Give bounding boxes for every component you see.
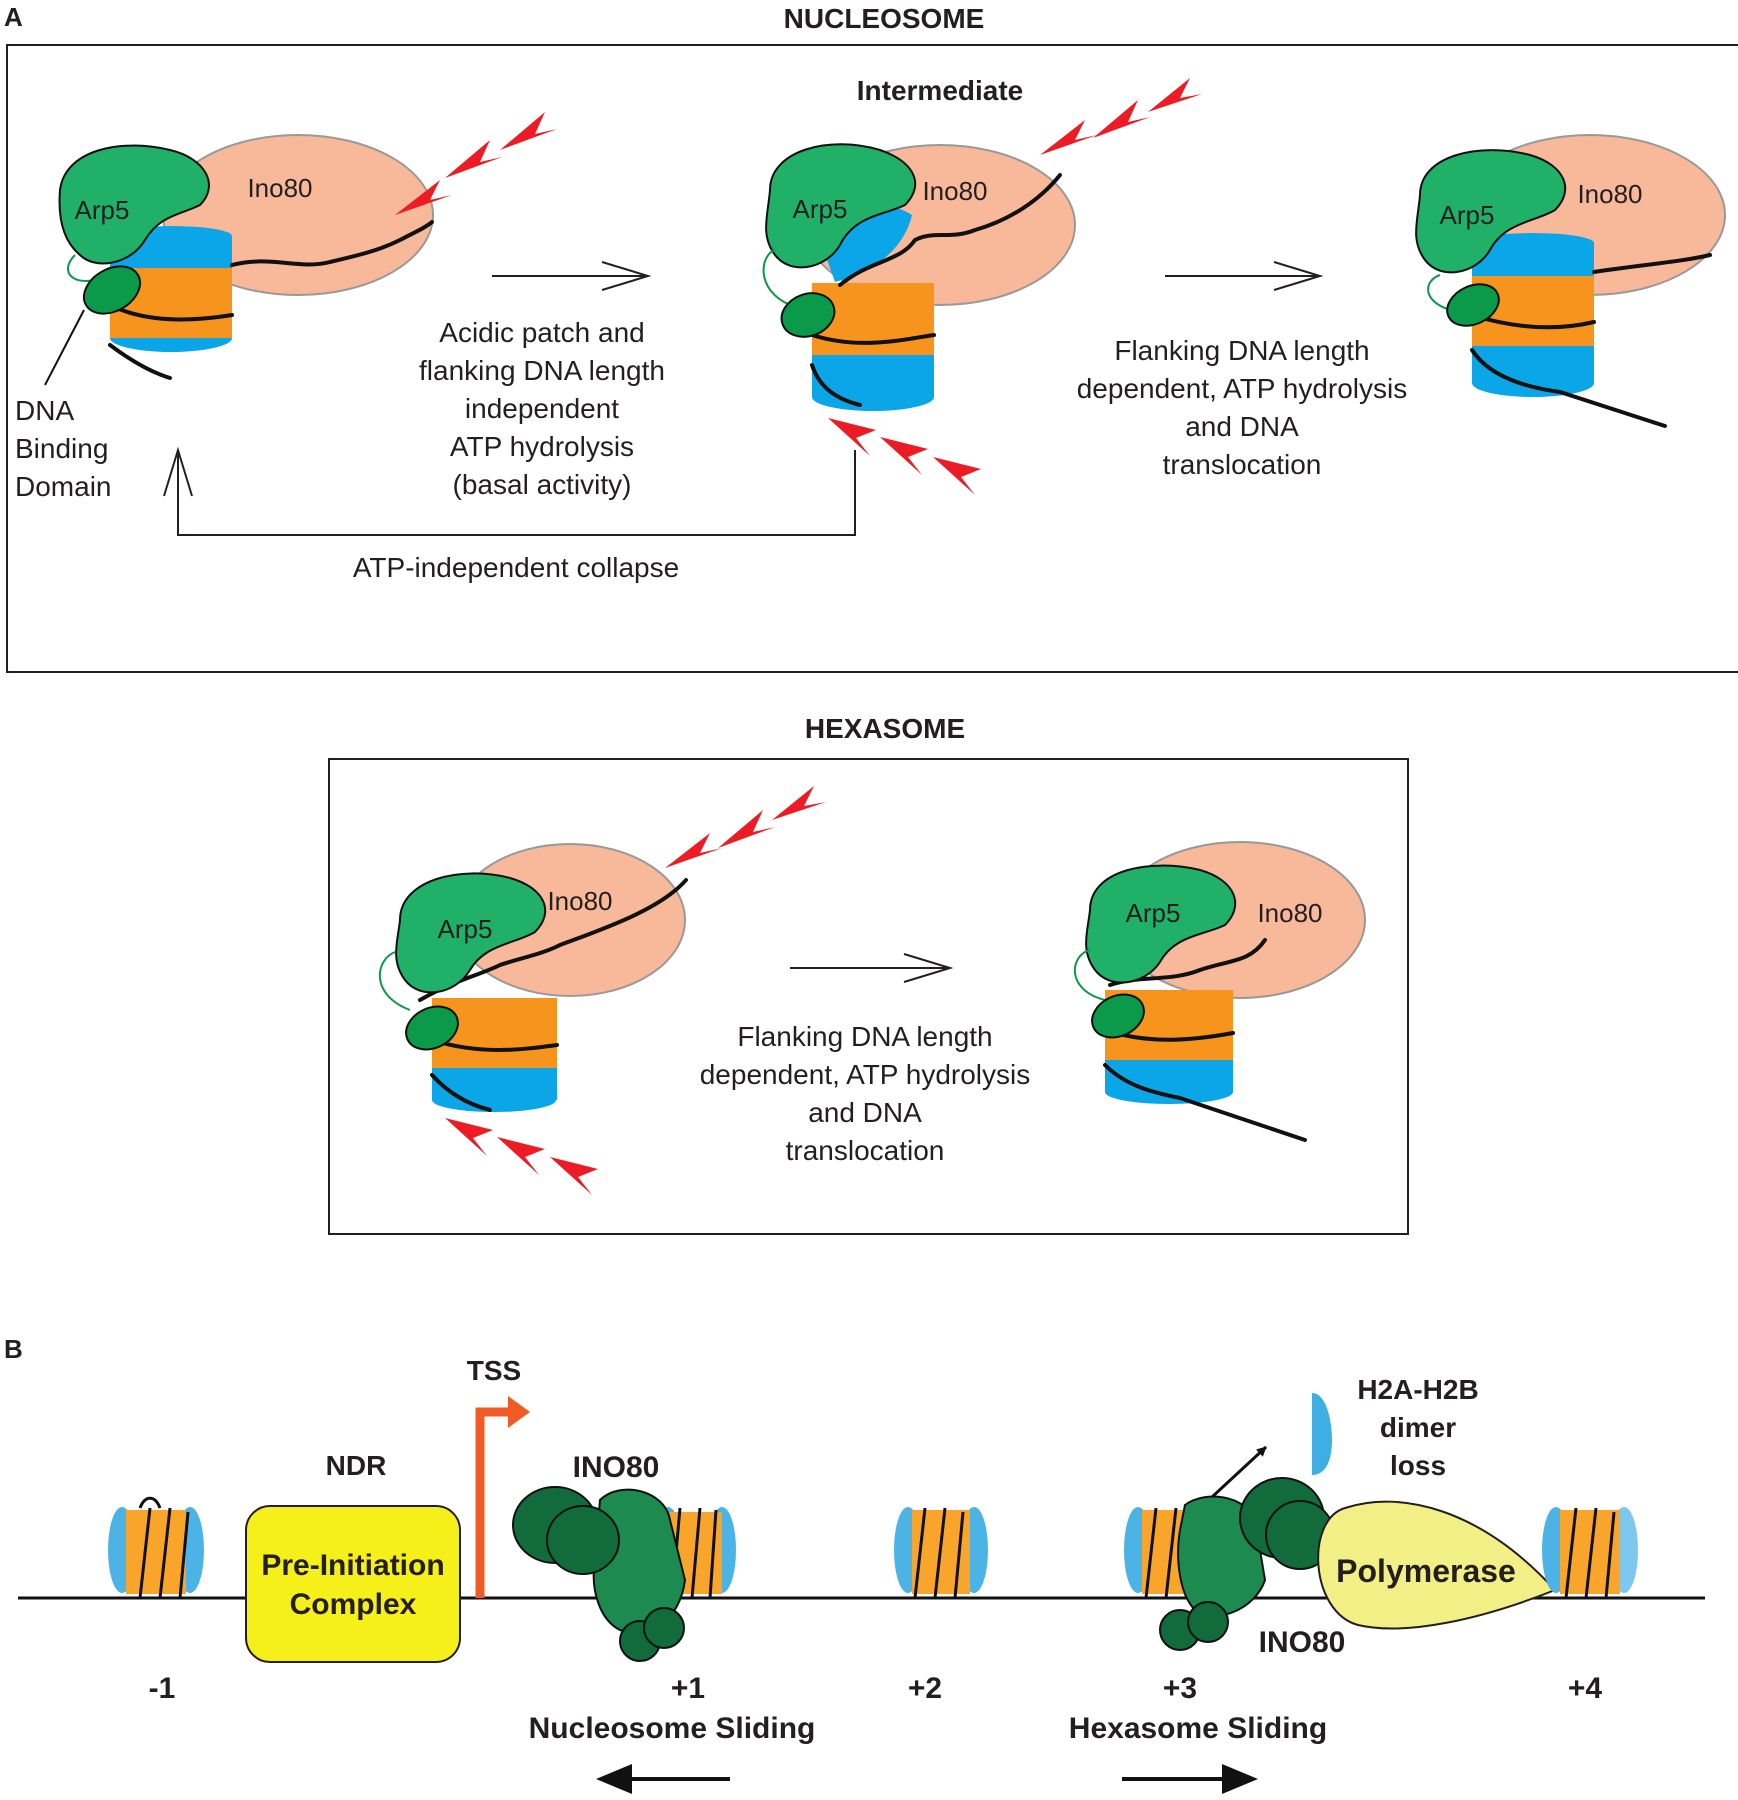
nucleosome-plus4 xyxy=(1542,1507,1638,1599)
panel-a-letter: A xyxy=(4,2,23,32)
arp5-label: Arp5 xyxy=(438,914,493,944)
svg-text:dependent, ATP hydrolysis: dependent, ATP hydrolysis xyxy=(1077,373,1408,404)
dimer-label-line3: loss xyxy=(1390,1450,1446,1481)
nucleosome-remodeler-intermediate: Ino80 Arp5 xyxy=(762,78,1202,495)
arp5-label: Arp5 xyxy=(1440,200,1495,230)
nucleosome-remodeler-state-1: Ino80 Arp5 xyxy=(44,112,557,386)
polymerase xyxy=(1317,1500,1557,1630)
ino80-label: Ino80 xyxy=(922,176,987,206)
svg-text:and DNA: and DNA xyxy=(808,1097,922,1128)
collapse-text: ATP-independent collapse xyxy=(353,552,679,583)
dna-binding-domain xyxy=(1446,283,1500,327)
red-translocation-arrows xyxy=(828,78,1202,495)
arp5-subunit xyxy=(58,144,210,265)
ino80-label: Ino80 xyxy=(247,173,312,203)
h2a-h2b-dimer xyxy=(1312,1393,1332,1475)
hexasome-title: HEXASOME xyxy=(805,713,965,744)
svg-text:flanking DNA length: flanking DNA length xyxy=(419,355,665,386)
position-plus4: +4 xyxy=(1568,1672,1603,1705)
dna-binding-domain xyxy=(780,292,836,338)
ino80-label: Ino80 xyxy=(547,886,612,916)
arp5-label: Arp5 xyxy=(75,195,130,225)
hex-step-text: Flanking DNA length dependent, ATP hydro… xyxy=(700,1021,1031,1166)
ndr-label: NDR xyxy=(326,1450,387,1481)
svg-text:Acidic patch and: Acidic patch and xyxy=(439,317,644,348)
intermediate-label: Intermediate xyxy=(857,75,1024,106)
tss-arrow xyxy=(475,1407,515,1598)
ino80-label: Ino80 xyxy=(1257,898,1322,928)
svg-text:translocation: translocation xyxy=(1163,449,1322,480)
svg-text:Flanking DNA length: Flanking DNA length xyxy=(1114,335,1369,366)
collapse-arrow xyxy=(177,450,856,536)
flanking-dna xyxy=(1592,253,1712,274)
svg-text:ATP hydrolysis: ATP hydrolysis xyxy=(450,431,634,462)
pic-label-line1: Pre-Initiation xyxy=(261,1549,444,1582)
nucleosome-plus2 xyxy=(894,1507,988,1599)
arp5-subunit xyxy=(1085,864,1237,984)
ino80-complex-plus3 xyxy=(1159,1477,1335,1651)
histone-h3-h4 xyxy=(812,283,934,363)
svg-text:Flanking DNA length: Flanking DNA length xyxy=(737,1021,992,1052)
ino80-top-label: INO80 xyxy=(573,1451,660,1484)
ino80-label: Ino80 xyxy=(1577,179,1642,209)
dbd-label-line3: Domain xyxy=(15,471,111,502)
svg-text:dependent, ATP hydrolysis: dependent, ATP hydrolysis xyxy=(700,1059,1031,1090)
step1-text: Acidic patch and flanking DNA length ind… xyxy=(419,317,665,500)
nucleosome-title: NUCLEOSOME xyxy=(784,3,985,34)
position-minus1: -1 xyxy=(149,1672,176,1705)
dbd-pointer-line xyxy=(44,309,85,386)
hexasome-sliding-label: Hexasome Sliding xyxy=(1069,1712,1327,1745)
dimer-loss-arrow xyxy=(1210,1445,1268,1499)
arp5-subunit xyxy=(765,143,917,269)
svg-text:translocation: translocation xyxy=(786,1135,945,1166)
ino80-complex-plus1 xyxy=(512,1486,687,1662)
arp5-label: Arp5 xyxy=(1126,898,1181,928)
panel-b-letter: B xyxy=(4,1334,23,1364)
ino80-bottom-label: INO80 xyxy=(1259,1626,1346,1659)
flanking-dna xyxy=(838,173,1062,287)
nucleosome-box xyxy=(6,44,1738,673)
dna-binding-domain xyxy=(82,265,142,315)
dbd-label-line2: Binding xyxy=(15,433,108,464)
dimer-label-line2: dimer xyxy=(1380,1412,1456,1443)
dimer-label-line1: H2A-H2B xyxy=(1357,1374,1478,1405)
hexasome-remodeler-state-2: Ino80 Arp5 xyxy=(1074,841,1366,1142)
nucleosome-remodeler-state-3: Ino80 Arp5 xyxy=(1415,134,1726,428)
svg-text:(basal activity): (basal activity) xyxy=(453,469,632,500)
red-translocation-arrows xyxy=(395,112,557,215)
arp5-subunit xyxy=(395,872,547,994)
dna-binding-domain xyxy=(405,1005,459,1051)
arp5-subunit xyxy=(1415,149,1567,274)
nucleosome-sliding-label: Nucleosome Sliding xyxy=(529,1712,816,1745)
arp5-label: Arp5 xyxy=(793,194,848,224)
step2-text: Flanking DNA length dependent, ATP hydro… xyxy=(1077,335,1408,480)
tss-label: TSS xyxy=(467,1355,521,1386)
hexasome-box xyxy=(328,758,1409,1235)
svg-text:independent: independent xyxy=(465,393,619,424)
polymerase-label: Polymerase xyxy=(1336,1553,1516,1589)
pre-initiation-complex xyxy=(245,1505,461,1663)
nucleosome-minus1 xyxy=(108,1496,204,1599)
position-plus1: +1 xyxy=(671,1672,705,1705)
flanking-dna xyxy=(418,878,688,1002)
position-plus2: +2 xyxy=(908,1672,942,1705)
red-translocation-arrows xyxy=(445,786,826,1195)
flanking-dna xyxy=(230,220,434,267)
hexasome-remodeler-state-1: Ino80 Arp5 xyxy=(379,786,826,1195)
position-plus3: +3 xyxy=(1163,1672,1197,1705)
dna-binding-domain xyxy=(1091,993,1145,1039)
dbd-label-line1: DNA xyxy=(15,395,74,426)
pic-label-line2: Complex xyxy=(290,1588,417,1621)
svg-text:and DNA: and DNA xyxy=(1185,411,1299,442)
